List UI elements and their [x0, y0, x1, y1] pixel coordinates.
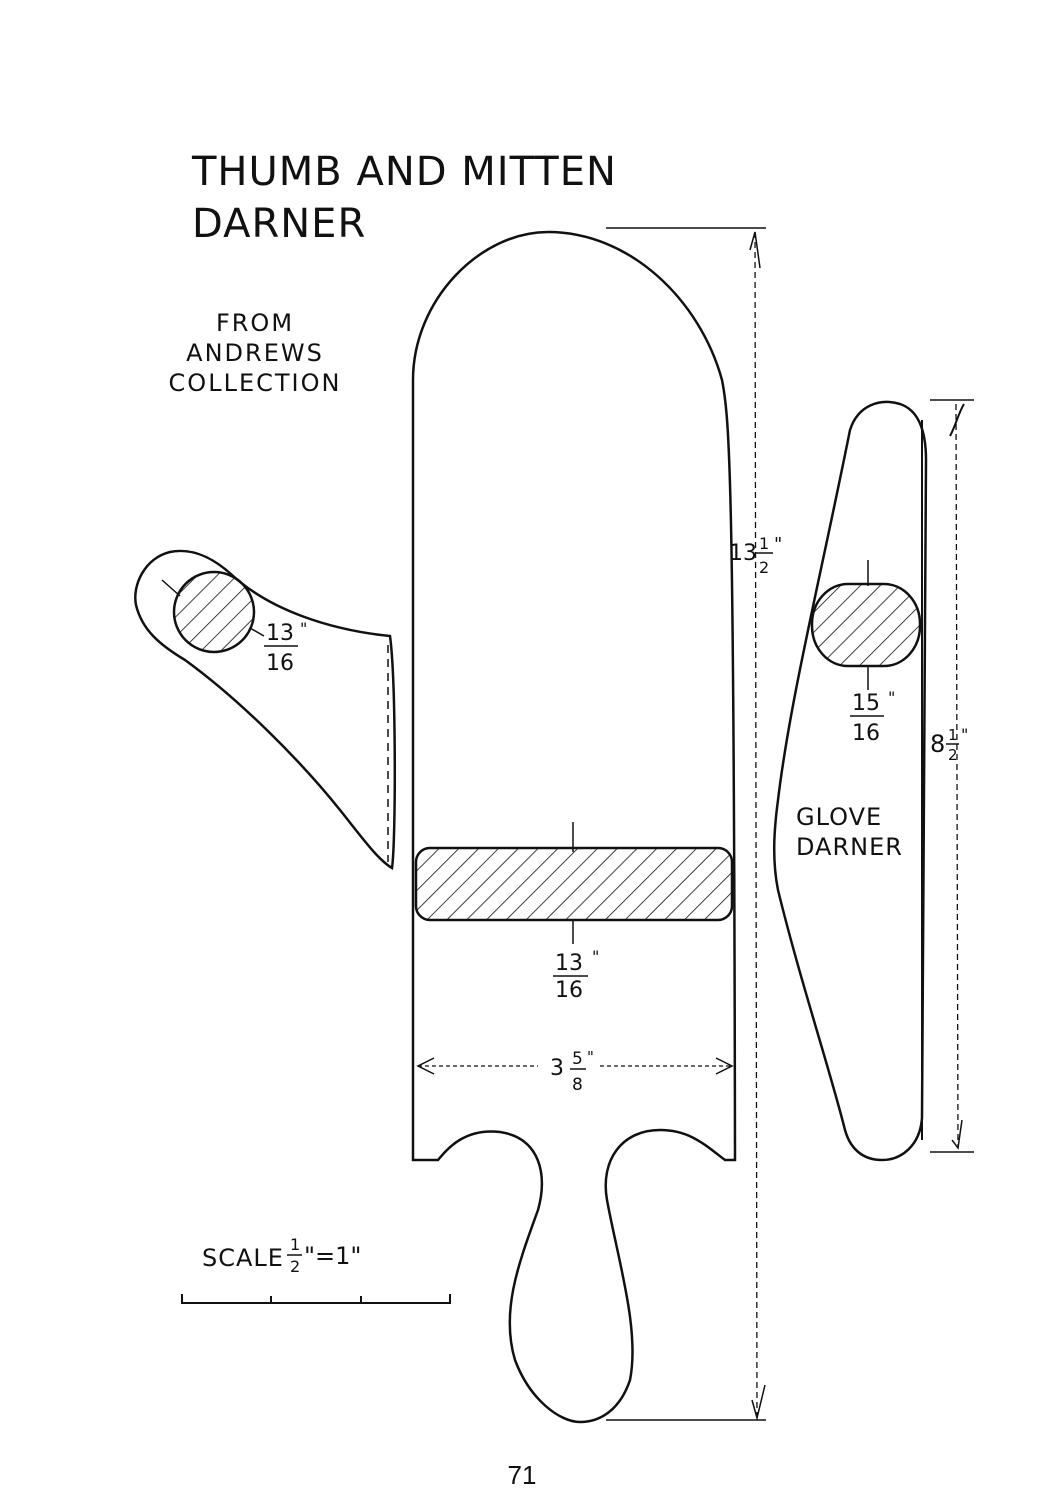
mitten-width-num: 5 [572, 1049, 583, 1069]
mitten-length-unit: " [774, 534, 782, 555]
scale-label: SCALE 1 2 "=1" [202, 1235, 361, 1276]
glove-length-num: 1 [948, 726, 958, 744]
glove-thickness-den: 16 [852, 721, 880, 746]
glove-darner-outline [774, 402, 926, 1160]
mitten-thickness-den: 16 [555, 978, 583, 1003]
scale-label-text: SCALE [202, 1244, 284, 1272]
scale-equals: "=1" [304, 1242, 361, 1270]
glove-thickness-unit: " [888, 688, 895, 707]
glove-length-line [956, 404, 958, 1148]
mitten-length-num: 1 [759, 534, 769, 553]
glove-length-arrow-bottom [952, 1120, 962, 1148]
thumb-thickness-label: 13 16 " [264, 619, 307, 676]
mitten-darner-outline [413, 232, 735, 1422]
mitten-width-whole: 3 [550, 1056, 564, 1081]
mitten-length-line [755, 232, 757, 1418]
glove-length-den: 2 [948, 746, 958, 764]
thumb-cross-section [174, 572, 254, 652]
glove-thickness-num: 15 [852, 691, 880, 716]
mitten-thickness-unit: " [592, 947, 599, 966]
glove-length-unit: " [961, 725, 968, 744]
glove-length-label: 8 1 2 " [930, 725, 968, 764]
scale-num: 1 [290, 1235, 300, 1254]
page-number: 71 [0, 1460, 1044, 1491]
thumb-darner-outline [135, 551, 395, 868]
mitten-thickness-num: 13 [555, 951, 583, 976]
mitten-width-unit: " [587, 1048, 594, 1066]
thumb-thickness-den: 16 [266, 651, 294, 676]
mitten-width-label: 3 5 8 " [550, 1048, 594, 1095]
glove-length-whole: 8 [930, 730, 945, 758]
thumb-thickness-unit: " [300, 619, 307, 638]
glove-thickness-label: 15 16 " [850, 688, 895, 746]
thumb-thickness-num: 13 [266, 621, 294, 646]
mitten-length-den: 2 [759, 558, 769, 577]
mitten-width-den: 8 [572, 1075, 583, 1095]
mitten-length-arrow-bottom [752, 1385, 765, 1418]
thumb-section-leader [250, 628, 264, 636]
mitten-length-whole: 13 [729, 541, 757, 566]
mitten-cross-section [416, 848, 732, 920]
glove-cross-section [812, 584, 920, 666]
scale-den: 2 [290, 1257, 300, 1276]
thumb-section-tick [162, 580, 180, 596]
mitten-length-label: 13 1 2 " [729, 534, 782, 577]
glove-length-arrow-top [950, 404, 964, 436]
mitten-thickness-label: 13 16 " [553, 947, 599, 1003]
